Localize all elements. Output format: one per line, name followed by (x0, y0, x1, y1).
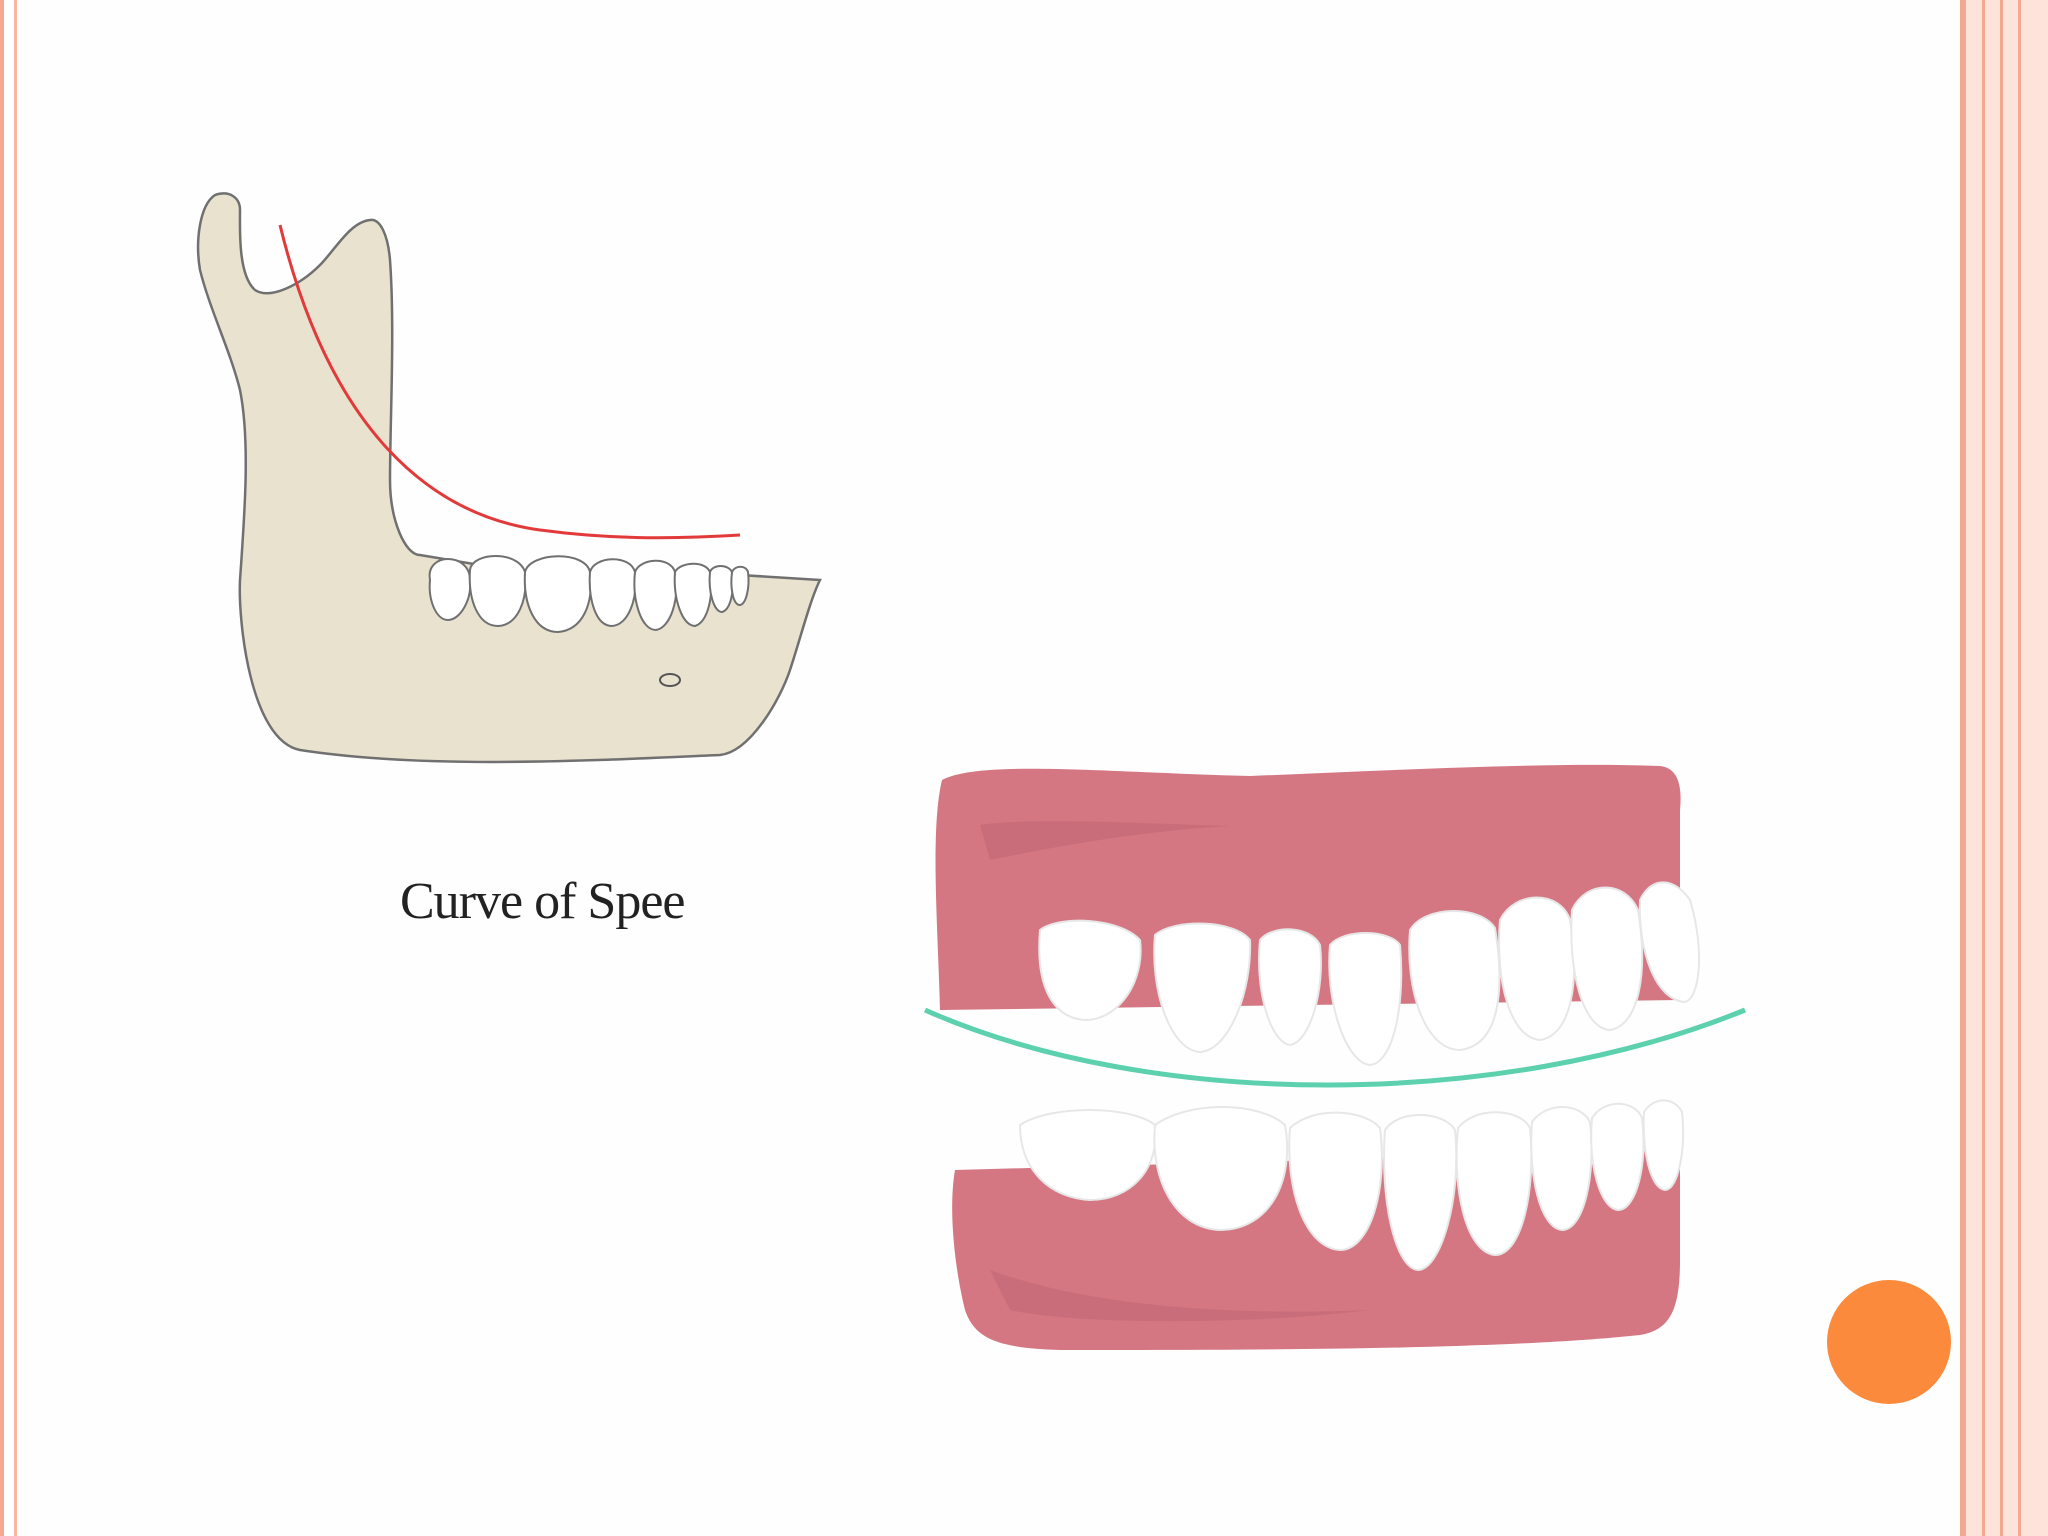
tooth (730, 565, 750, 607)
slide-border-right-line (2018, 0, 2021, 1536)
curve-of-spee-line (278, 224, 741, 540)
tooth (1455, 1111, 1533, 1257)
tooth (673, 562, 713, 628)
tooth (1288, 1111, 1383, 1252)
tooth (1498, 896, 1575, 1042)
mandible-bone (196, 192, 822, 764)
tooth (588, 558, 637, 628)
tooth (633, 559, 678, 632)
slide-border-right-band (1960, 0, 2048, 1536)
tooth (708, 565, 734, 614)
slide-border-left-inner (14, 0, 17, 1536)
lower-teeth-row (428, 555, 750, 634)
tooth (1328, 932, 1403, 1067)
lower-gum-shade (990, 1270, 1370, 1322)
tooth (523, 555, 592, 634)
tooth (1258, 928, 1322, 1047)
tooth (1383, 1114, 1458, 1272)
tooth (1038, 919, 1142, 1022)
orange-circle-icon (1827, 1280, 1951, 1404)
upper-teeth-row (1038, 881, 1700, 1067)
tooth (1638, 881, 1700, 1004)
dental-arches-illustration (923, 764, 1746, 1350)
slide-border-left (0, 0, 4, 1536)
upper-gum-shade (980, 821, 1230, 860)
slide-border-right-line (1960, 0, 1966, 1536)
tooth (1530, 1106, 1593, 1232)
mandible-illustration (196, 192, 822, 764)
tooth (1153, 922, 1252, 1054)
lower-teeth-row (1018, 1099, 1685, 1272)
mental-foramen (659, 673, 681, 687)
figure-caption: Curve of Spee (400, 873, 685, 930)
slide-border-right-line (1982, 0, 1985, 1536)
tooth (468, 555, 527, 628)
tooth (1570, 886, 1644, 1032)
tooth (1153, 1106, 1289, 1232)
tooth (1018, 1109, 1157, 1202)
tooth (1590, 1102, 1645, 1212)
tooth (1408, 910, 1501, 1052)
tooth (1642, 1099, 1685, 1192)
slide-border-right-line (2000, 0, 2003, 1536)
tooth (428, 558, 472, 622)
occlusal-curve-line (923, 1007, 1746, 1088)
